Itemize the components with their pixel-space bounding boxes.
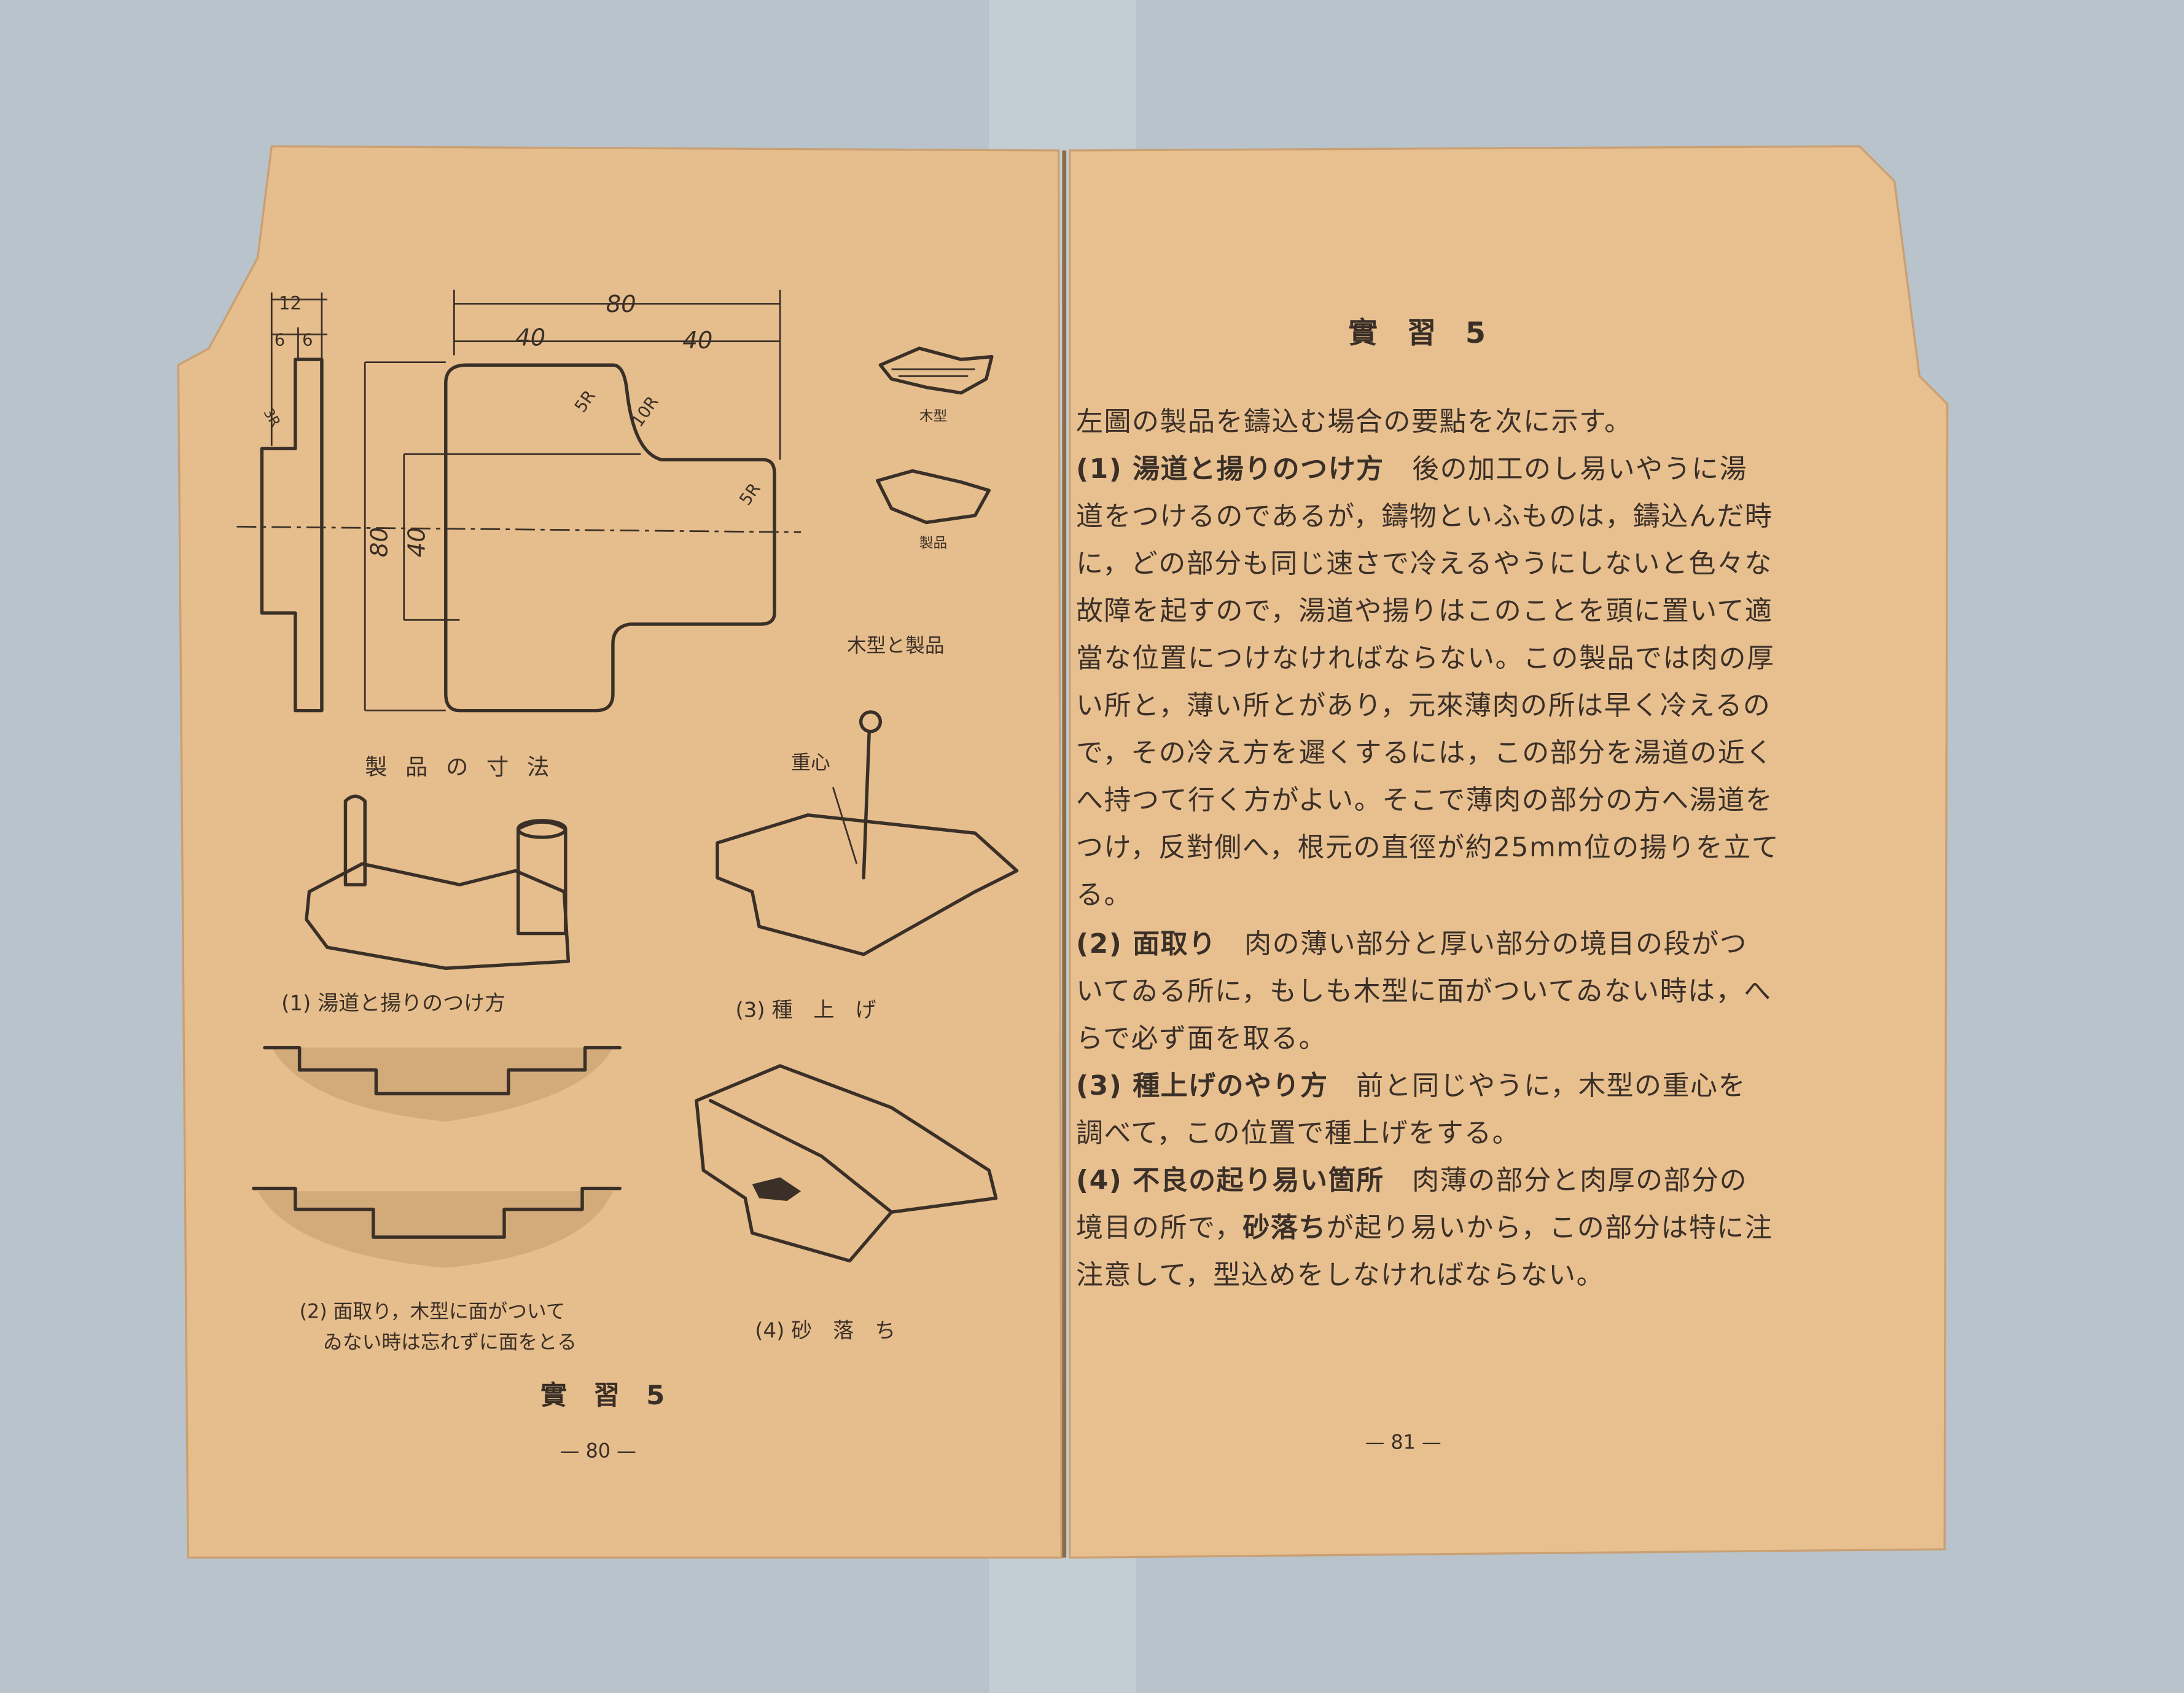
- dimension-drawing: [236, 289, 801, 713]
- body-line: つけ，反對側へ，根元の直徑が約25mm位の揚りを立て: [1076, 832, 1780, 863]
- body-line: に，どの部分も同じ速さで冷えるやうにしないと色々な: [1076, 548, 1773, 579]
- right-page-number: — 81 —: [1365, 1432, 1441, 1454]
- right-page-title: 實 習 5: [1348, 316, 1486, 350]
- body-line: (2) 面取り 肉の薄い部分と厚い部分の境目の段がつ: [1076, 928, 1748, 960]
- caption-fig1: (1) 湯道と揚りのつけ方: [281, 991, 505, 1015]
- dim-40-side: 40: [404, 527, 431, 557]
- dim-6a: 6: [275, 330, 285, 350]
- body-line: い所と，薄い所とがあり，元來薄肉の所は早く冷えるの: [1076, 690, 1771, 721]
- body-line: いてゐる所に，もしも木型に面がついてゐない時は，へ: [1076, 976, 1772, 1007]
- body-line: る。: [1076, 879, 1132, 910]
- body-line: 故障を起すので，湯道や揚りはこのことを頭に置いて適: [1076, 595, 1773, 627]
- body-line: 左圖の製品を鑄込む場合の要點を次に示す。: [1076, 406, 1632, 437]
- body-line: 道をつけるのであるが，鑄物といふものは，鑄込んだ時: [1076, 501, 1773, 532]
- figure-3-lifting: [716, 710, 1019, 956]
- body-line: らで必ず面を取る。: [1076, 1023, 1327, 1054]
- figure-2-chamfer: [252, 1046, 622, 1268]
- product-drawing: [876, 469, 991, 525]
- body-line: 注意して，型込めをしなければならない。: [1076, 1259, 1605, 1291]
- label-pattern: 木型: [919, 409, 947, 424]
- body-line: で，その冷え方を遲くするには，この部分を湯道の近く: [1076, 737, 1774, 768]
- figure-4-sand-drop: [695, 1064, 998, 1263]
- caption-fig2-line2: ゐない時は忘れずに面をとる: [323, 1331, 577, 1353]
- label-product: 製品: [919, 535, 947, 551]
- right-page: [1069, 145, 1949, 1559]
- section-heading: (2) 面取り: [1076, 928, 1217, 960]
- dim-6b: 6: [302, 330, 313, 350]
- body-line: 境目の所で，砂落ちが起り易いから，この部分は特に注: [1076, 1212, 1773, 1243]
- section-heading: (3) 種上げのやり方: [1076, 1070, 1328, 1101]
- body-line: (3) 種上げのやり方 前と同じやうに，木型の重心を: [1076, 1070, 1746, 1101]
- body-line: (1) 湯道と揚りのつけ方 後の加工のし易いやうに湯: [1076, 453, 1748, 485]
- caption-fig2-line1: (2) 面取り，木型に面がついて: [300, 1301, 566, 1323]
- dim-40-left: 40: [515, 324, 545, 351]
- section-heading: (1) 湯道と揚りのつけ方: [1076, 453, 1384, 485]
- dim-80-top: 80: [606, 291, 636, 318]
- section-heading: (4) 不良の起り易い箇所: [1076, 1165, 1384, 1196]
- body-line: 當な位置につけなければならない。この製品では肉の厚: [1076, 643, 1775, 674]
- body-line: 調べて，この位置で種上げをする。: [1076, 1117, 1521, 1149]
- pattern-drawing: [878, 346, 994, 395]
- caption-dimensions: 製 品 の 寸 法: [365, 754, 555, 780]
- figure-1-gate-and-riser: [305, 794, 571, 970]
- left-page-number: — 80 —: [560, 1440, 636, 1462]
- label-center-of-gravity: 重心: [791, 752, 830, 774]
- caption-fig4: (4) 砂 落 ち: [755, 1318, 895, 1343]
- dim-12: 12: [279, 292, 302, 313]
- body-line: へ持つて行く方がよい。そこで薄肉の部分の方へ湯道を: [1076, 784, 1774, 816]
- dim-80-side: 80: [366, 527, 394, 557]
- left-footer-title: 實 習 5: [540, 1380, 665, 1411]
- dim-40-right: 40: [682, 327, 712, 354]
- caption-pattern-and-product: 木型と製品: [847, 635, 945, 657]
- body-line: (4) 不良の起り易い箇所 肉薄の部分と肉厚の部分の: [1076, 1165, 1748, 1196]
- caption-fig3: (3) 種 上 げ: [736, 998, 876, 1023]
